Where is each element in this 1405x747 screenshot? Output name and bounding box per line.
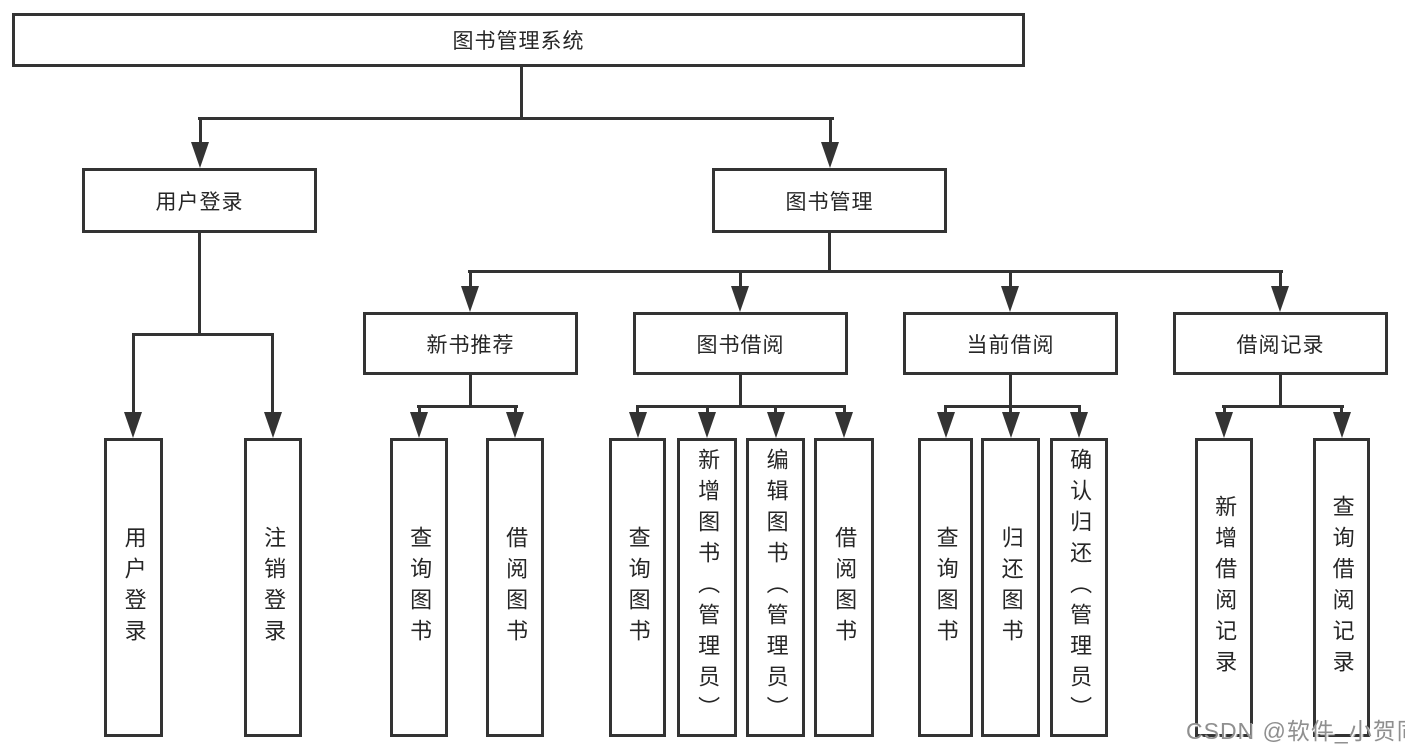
leaf-user-login-label: 用户登录 — [121, 525, 147, 650]
leaf-logout: 注销登录 — [244, 438, 302, 737]
connector-line — [1279, 375, 1282, 408]
connector-line — [520, 66, 523, 119]
connector-line — [1009, 270, 1012, 288]
connector-line — [132, 333, 274, 336]
node-borrow-records: 借阅记录 — [1173, 312, 1388, 375]
leaf-borrow-query-books-label: 查询图书 — [625, 525, 651, 650]
leaf-borrow-add-books-admin-label: 新增图书（管理员） — [695, 448, 721, 727]
node-current-borrow-label: 当前借阅 — [966, 333, 1055, 357]
arrowhead — [506, 412, 524, 438]
node-new-book-recommend-label: 新书推荐 — [426, 333, 515, 357]
node-book-borrow: 图书借阅 — [633, 312, 848, 375]
arrowhead — [835, 412, 853, 438]
connector-line — [132, 333, 135, 413]
leaf-newbooks-borrow-books-label: 借阅图书 — [503, 525, 529, 650]
connector-line — [198, 117, 834, 120]
connector-line — [417, 405, 518, 408]
arrowhead — [1001, 286, 1019, 312]
connector-line — [469, 375, 472, 408]
leaf-borrow-borrow-books: 借阅图书 — [814, 438, 874, 737]
connector-line — [469, 270, 472, 288]
connector-line — [944, 405, 947, 414]
connector-line — [1222, 405, 1344, 408]
leaf-borrow-borrow-books-label: 借阅图书 — [832, 525, 858, 650]
connector-line — [1223, 405, 1226, 414]
node-current-borrow: 当前借阅 — [903, 312, 1118, 375]
connector-line — [774, 405, 777, 414]
connector-line — [1009, 405, 1012, 414]
arrowhead — [1070, 412, 1088, 438]
connector-line — [739, 270, 742, 288]
connector-line — [1009, 375, 1012, 408]
connector-line — [198, 233, 201, 336]
arrowhead — [410, 412, 428, 438]
leaf-current-query-books: 查询图书 — [918, 438, 973, 737]
leaf-current-return-books-label: 归还图书 — [998, 525, 1024, 650]
node-user-login: 用户登录 — [82, 168, 317, 233]
connector-line — [1078, 405, 1081, 414]
connector-line — [1279, 270, 1282, 288]
arrowhead — [1333, 412, 1351, 438]
arrowhead — [698, 412, 716, 438]
node-user-login-label: 用户登录 — [155, 190, 244, 214]
arrowhead — [1002, 412, 1020, 438]
connector-line — [636, 405, 846, 408]
arrowhead — [191, 142, 209, 168]
leaf-newbooks-borrow-books: 借阅图书 — [486, 438, 544, 737]
arrowhead — [767, 412, 785, 438]
arrowhead — [629, 412, 647, 438]
connector-line — [828, 233, 831, 273]
connector-line — [418, 405, 421, 414]
connector-line — [199, 117, 202, 144]
connector-line — [1340, 405, 1343, 414]
connector-line — [944, 405, 1081, 408]
leaf-records-add-record: 新增借阅记录 — [1195, 438, 1253, 737]
connector-line — [636, 405, 639, 414]
arrowhead — [1215, 412, 1233, 438]
leaf-borrow-edit-books-admin-label: 编辑图书（管理员） — [763, 448, 789, 727]
connector-line — [739, 375, 742, 408]
node-root-label: 图书管理系统 — [452, 30, 585, 53]
arrowhead — [1271, 286, 1289, 312]
arrowhead — [264, 412, 282, 438]
node-book-management: 图书管理 — [712, 168, 947, 233]
leaf-records-query-record: 查询借阅记录 — [1313, 438, 1370, 737]
connector-line — [514, 405, 517, 414]
csdn-watermark: CSDN @软件_小贺同学 — [1186, 718, 1405, 744]
node-book-borrow-label: 图书借阅 — [696, 333, 785, 357]
connector-line — [829, 117, 832, 144]
leaf-borrow-query-books: 查询图书 — [609, 438, 666, 737]
leaf-borrow-edit-books-admin: 编辑图书（管理员） — [746, 438, 805, 737]
leaf-current-return-books: 归还图书 — [981, 438, 1040, 737]
leaf-current-confirm-return-admin-label: 确认归还（管理员） — [1067, 448, 1093, 727]
node-root-system: 图书管理系统 — [12, 13, 1025, 67]
connector-line — [271, 333, 274, 413]
arrowhead — [731, 286, 749, 312]
node-borrow-records-label: 借阅记录 — [1236, 333, 1325, 357]
node-new-book-recommend: 新书推荐 — [363, 312, 578, 375]
leaf-current-query-books-label: 查询图书 — [933, 525, 959, 650]
leaf-borrow-add-books-admin: 新增图书（管理员） — [677, 438, 737, 737]
connector-line — [843, 405, 846, 414]
connector-line — [468, 270, 1283, 273]
arrowhead — [937, 412, 955, 438]
leaf-records-query-record-label: 查询借阅记录 — [1329, 494, 1355, 681]
arrowhead — [821, 142, 839, 168]
leaf-newbooks-query-books-label: 查询图书 — [407, 525, 433, 650]
leaf-user-login: 用户登录 — [104, 438, 163, 737]
connector-line — [706, 405, 709, 414]
arrowhead — [461, 286, 479, 312]
leaf-newbooks-query-books: 查询图书 — [390, 438, 448, 737]
arrowhead — [124, 412, 142, 438]
leaf-current-confirm-return-admin: 确认归还（管理员） — [1050, 438, 1108, 737]
leaf-records-add-record-label: 新增借阅记录 — [1212, 494, 1238, 681]
leaf-logout-label: 注销登录 — [261, 525, 287, 650]
node-book-management-label: 图书管理 — [785, 190, 874, 214]
